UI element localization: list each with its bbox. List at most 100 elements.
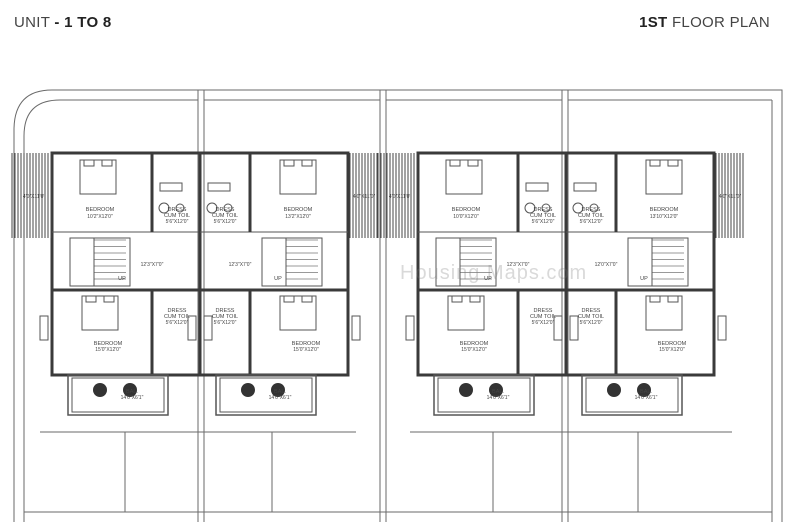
balcony-inner [585, 377, 679, 413]
window [717, 315, 727, 341]
site-outline [13, 89, 783, 522]
staircase [435, 237, 497, 287]
room-label-bedroom: BEDROOM [460, 341, 489, 347]
room-dim: 4'0"X11'0" [389, 194, 412, 200]
stair-up-label: UP [274, 276, 282, 282]
room-label-toilet: CUM TOIL [212, 314, 238, 320]
balcony-chair [459, 383, 473, 397]
bed-bottom [279, 295, 317, 331]
room-label-bedroom: BEDROOM [452, 207, 481, 213]
stair-up-label: UP [640, 276, 648, 282]
balcony-inner [437, 377, 531, 413]
window [187, 315, 197, 341]
bed-top [445, 159, 483, 195]
pillow [101, 159, 113, 167]
room-dim: 12'3"X7'0" [229, 262, 252, 268]
staircase [69, 237, 131, 287]
wc-fixture [572, 202, 584, 214]
room-dim: 5'6"X12'0" [532, 320, 555, 326]
room-label-balcony: BAL. [492, 389, 504, 395]
room-label-dress: DRESS [582, 207, 601, 213]
pillow [667, 159, 679, 167]
pillow [449, 159, 461, 167]
floor-number: 1ST [639, 14, 668, 31]
room-dim: 12'3"X7'0" [141, 262, 164, 268]
room-label-balcony: BAL. [640, 389, 652, 395]
window [351, 315, 361, 341]
window [39, 315, 49, 341]
outer-wall [198, 151, 350, 377]
room-dim: 12'3"X7'0" [507, 262, 530, 268]
window [553, 315, 563, 341]
window [405, 315, 415, 341]
room-label-toilet: CUM TOIL [164, 314, 190, 320]
balcony [581, 374, 683, 416]
vanity [207, 182, 231, 192]
balcony-chair [123, 383, 137, 397]
basin-fixture [589, 203, 599, 213]
pillow [301, 159, 313, 167]
unit-block-2 [187, 151, 378, 416]
room-label-bedroom: BEDROOM [650, 207, 679, 213]
room-dim: 15'0"X12'0" [461, 347, 487, 353]
room-label-toilet: CUM TOIL [530, 213, 556, 219]
room-dim: 5'6"X12'0" [580, 320, 603, 326]
pillow [83, 159, 95, 167]
stair-up-label: UP [118, 276, 126, 282]
pillow [649, 159, 661, 167]
unit-block-4 [553, 151, 744, 416]
stair-up-label: UP [484, 276, 492, 282]
room-dim: 14'0"X6'1" [121, 395, 144, 401]
balcony-chair [271, 383, 285, 397]
room-dim: 13'2"X12'0" [285, 214, 311, 220]
unit-title: UNIT - 1 TO 8 [14, 14, 112, 31]
balcony-chair [93, 383, 107, 397]
room-dim: 5'6"X12'0" [166, 219, 189, 225]
room-label-bedroom: BEDROOM [292, 341, 321, 347]
balcony-chair [489, 383, 503, 397]
room-dim: 10'2"X12'0" [87, 214, 113, 220]
room-label-toilet: CUM TOIL [578, 314, 604, 320]
room-dim: 14'0"X6'1" [269, 395, 292, 401]
pillow [649, 295, 661, 303]
basin-fixture [223, 203, 233, 213]
outer-wall [50, 151, 202, 377]
staircase [627, 237, 689, 287]
room-label-balcony: BAL. [274, 389, 286, 395]
bed-top [79, 159, 117, 195]
bed-top [645, 159, 683, 195]
room-dim: 14'0"X6'1" [635, 395, 658, 401]
room-dim: 4'0"X11'0" [719, 194, 742, 200]
pillow [467, 159, 479, 167]
room-dim: 14'0"X6'1" [487, 395, 510, 401]
room-label-toilet: CUM TOIL [578, 213, 604, 219]
unit-block-3 [377, 151, 579, 416]
floor-plan-label: FLOOR PLAN [667, 14, 770, 31]
wc-fixture [206, 202, 218, 214]
room-dim: 4'0"X11'0" [353, 194, 376, 200]
room-label-dress: DRESS [216, 308, 235, 314]
bed-bottom [447, 295, 485, 331]
wc-fixture [524, 202, 536, 214]
balcony [215, 374, 317, 416]
room-dim: 5'6"X12'0" [214, 320, 237, 326]
room-label-bedroom: BEDROOM [284, 207, 313, 213]
basin-fixture [541, 203, 551, 213]
room-dim: 15'0"X12'0" [293, 347, 319, 353]
pillow [469, 295, 481, 303]
room-label-bedroom: BEDROOM [94, 341, 123, 347]
room-label-bedroom: BEDROOM [86, 207, 115, 213]
unit-prefix: UNIT [14, 14, 55, 31]
room-label-dress: DRESS [534, 308, 553, 314]
balcony [433, 374, 535, 416]
room-dim: 5'6"X12'0" [580, 219, 603, 225]
room-dim: 15'0"X12'0" [95, 347, 121, 353]
outer-wall [564, 151, 716, 377]
pillow [451, 295, 463, 303]
room-dim: 4'0"X11'0" [23, 194, 46, 200]
room-label-dress: DRESS [534, 207, 553, 213]
balcony-chair [241, 383, 255, 397]
pillow [283, 159, 295, 167]
room-label-balcony: BAL. [126, 389, 138, 395]
